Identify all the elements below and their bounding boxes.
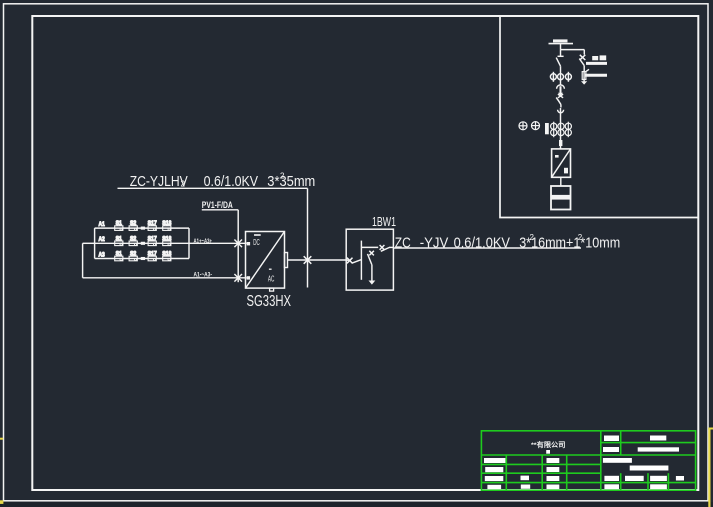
svg-text:2: 2	[280, 172, 285, 181]
svg-text:S2: S2	[130, 220, 137, 227]
svg-text:S1: S1	[116, 235, 123, 242]
svg-text:-YJV: -YJV	[420, 234, 449, 251]
svg-text:2: 2	[181, 180, 186, 189]
svg-text:A1+~A3+: A1+~A3+	[194, 238, 213, 245]
svg-text:S18: S18	[162, 251, 172, 258]
svg-text:S17: S17	[148, 251, 158, 258]
svg-text:PV1-F/DA: PV1-F/DA	[202, 200, 233, 210]
svg-text:3*35mm: 3*35mm	[267, 173, 315, 190]
svg-text:S1: S1	[116, 251, 123, 258]
svg-text:S18: S18	[162, 235, 172, 242]
svg-text:ZC: ZC	[395, 234, 411, 251]
svg-text:A1: A1	[99, 221, 106, 228]
svg-text:1BW1: 1BW1	[372, 214, 396, 229]
svg-text:2: 2	[578, 233, 583, 242]
svg-text:S2: S2	[130, 251, 137, 258]
svg-text:SG33HX: SG33HX	[247, 293, 292, 310]
svg-text:A1-~A3-: A1-~A3-	[194, 272, 213, 279]
svg-text:AC: AC	[268, 274, 275, 283]
svg-text:0.6/1.0KV: 0.6/1.0KV	[454, 234, 510, 251]
svg-text:3*16mm+1*10mm: 3*16mm+1*10mm	[519, 234, 620, 251]
svg-text:S1: S1	[116, 220, 123, 227]
svg-text:2: 2	[530, 233, 535, 242]
svg-text:S18: S18	[162, 220, 172, 227]
svg-text:A3: A3	[99, 251, 106, 258]
svg-text:ZC-YJLHV: ZC-YJLHV	[130, 173, 188, 190]
svg-text:S17: S17	[148, 235, 158, 242]
svg-text:S17: S17	[148, 220, 158, 227]
svg-text:S2: S2	[130, 235, 137, 242]
svg-text:A2: A2	[99, 236, 106, 243]
svg-text:DC: DC	[253, 238, 260, 247]
svg-text:**有限公司: **有限公司	[531, 440, 566, 449]
svg-text:0.6/1.0KV: 0.6/1.0KV	[204, 173, 259, 190]
